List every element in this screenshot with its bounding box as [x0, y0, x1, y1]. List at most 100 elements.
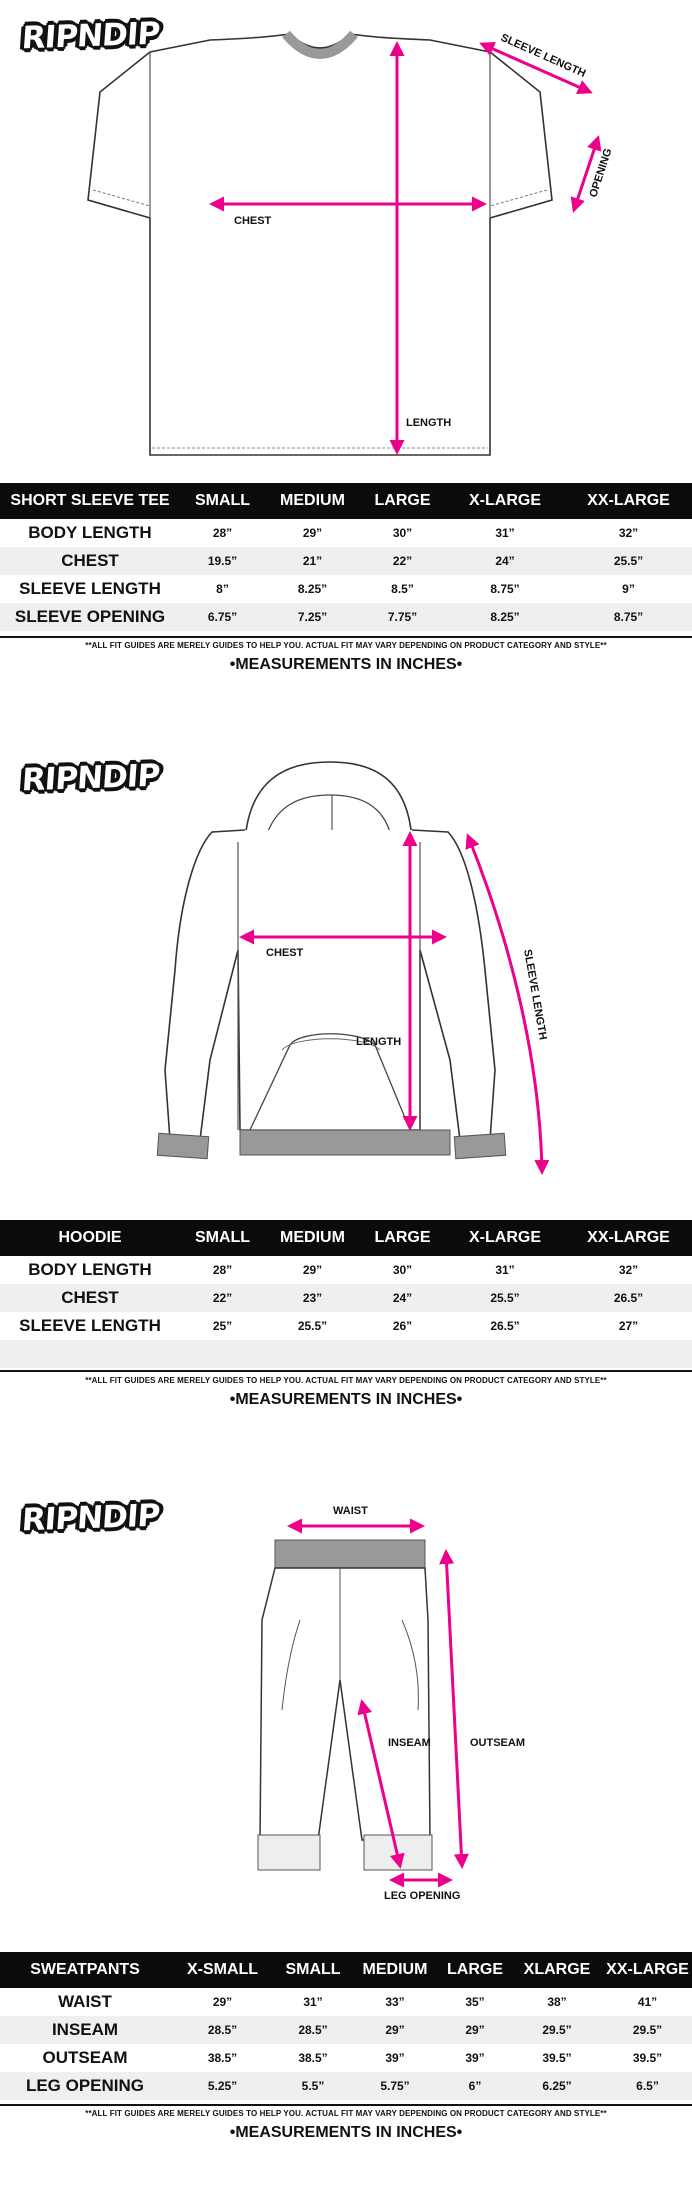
tee-size-header: SMALL [180, 483, 265, 519]
sweatpants-measure-value: 5.5” [275, 2072, 351, 2100]
sweatpants-measure-value: 5.25” [170, 2072, 275, 2100]
hoodie-table-row: SLEEVE LENGTH 25” 25.5” 26” 26.5” 27” [0, 1312, 692, 1340]
hoodie-measure-label: SLEEVE LENGTH [19, 1316, 161, 1335]
hoodie-measure-value: 24” [360, 1284, 445, 1312]
pants-waist-label: WAIST [333, 1505, 368, 1517]
hoodie-measure-value [445, 1340, 565, 1368]
sweatpants-measure-value: 6.5” [603, 2072, 692, 2100]
tee-measure-value: 31” [495, 526, 515, 540]
tee-size-header: LARGE [360, 483, 445, 519]
hoodie-size-header: SMALL [180, 1220, 265, 1256]
sweatpants-measure-value: 29” [351, 2016, 439, 2044]
sweatpants-measure-value: 31” [303, 1995, 323, 2009]
pants-inseam-arrow [357, 1699, 405, 1869]
sweatpants-measure-value: 41” [637, 1995, 658, 2009]
tee-disclaimer: **ALL FIT GUIDES ARE MERELY GUIDES TO HE… [85, 641, 607, 650]
tee-measure-value: 22” [360, 547, 445, 575]
hoodie-divider [0, 1370, 692, 1372]
hoodie-measure-value: 26.5” [490, 1319, 520, 1333]
hoodie-measure-value: 23” [265, 1284, 360, 1312]
tee-length-label: LENGTH [406, 417, 451, 429]
tee-measure-label: BODY LENGTH [28, 523, 152, 542]
sweatpants-size-header: SMALL [275, 1952, 351, 1988]
hoodie-measurements-note: •MEASUREMENTS IN INCHES• [229, 1391, 463, 1408]
tee-size-header: X-LARGE [445, 483, 565, 519]
hoodie-measure-value: 25.5” [445, 1284, 565, 1312]
tee-measure-value: 28” [212, 526, 233, 540]
tee-measure-value: 8.5” [391, 582, 414, 596]
hoodie-size-header: XX-LARGE [565, 1220, 692, 1256]
hoodie-measure-value: 26” [392, 1319, 413, 1333]
tee-measure-value: 8.75” [490, 582, 520, 596]
sweatpants-measure-value: 29” [212, 1995, 233, 2009]
tee-measure-value: 21” [265, 547, 360, 575]
tee-sleeve-arrow [479, 42, 593, 94]
hoodie-table-title: HOODIE [0, 1220, 180, 1256]
tee-measure-value: 29” [302, 526, 323, 540]
tee-section: RIPNDIP CHEST LENGTH SLEEVE LENGTH OPENI… [0, 0, 692, 700]
hoodie-measure-value: 30” [392, 1263, 413, 1277]
hoodie-measure-label: CHEST [0, 1284, 180, 1312]
tee-measure-value: 6.75” [180, 603, 265, 631]
hoodie-measure-value: 22” [180, 1284, 265, 1312]
tee-measure-value: 8.75” [565, 603, 692, 631]
tee-divider [0, 636, 692, 638]
hoodie-measure-value: 27” [618, 1319, 639, 1333]
sweatpants-measure-value: 5.75” [351, 2072, 439, 2100]
sweatpants-measure-value: 29” [439, 2016, 511, 2044]
sweatpants-measure-value: 6” [439, 2072, 511, 2100]
pants-outseam-arrow [439, 1549, 469, 1869]
tee-opening-arrow [570, 135, 602, 213]
sweatpants-size-header: XLARGE [511, 1952, 603, 1988]
sweatpants-measure-value: 28.5” [275, 2016, 351, 2044]
tee-diagram: CHEST LENGTH SLEEVE LENGTH OPENING [87, 30, 615, 456]
sweatpants-table-title: SWEATPANTS [0, 1952, 170, 1988]
hoodie-measure-value: 32” [618, 1263, 639, 1277]
sweatpants-size-header: LARGE [439, 1952, 511, 1988]
tee-size-header: XX-LARGE [565, 483, 692, 519]
hoodie-disclaimer: **ALL FIT GUIDES ARE MERELY GUIDES TO HE… [85, 1376, 607, 1385]
tee-measure-value: 30” [392, 526, 413, 540]
tee-measure-value: 25.5” [565, 547, 692, 575]
sweatpants-measure-value: 38” [547, 1995, 567, 2009]
tee-measure-value: 8.25” [445, 603, 565, 631]
sweatpants-measure-value: 39” [385, 2051, 405, 2065]
sweatpants-measure-label: LEG OPENING [0, 2072, 170, 2100]
hoodie-measure-value: 25” [212, 1319, 233, 1333]
sweatpants-measure-value: 28.5” [170, 2016, 275, 2044]
tee-measure-value: 8.25” [297, 582, 328, 596]
hoodie-measure-label [0, 1340, 180, 1368]
tee-measure-label: CHEST [0, 547, 180, 575]
hoodie-size-header: LARGE [360, 1220, 445, 1256]
tee-measure-value: 19.5” [180, 547, 265, 575]
tee-chest-label: CHEST [234, 215, 272, 227]
hoodie-size-header: X-LARGE [445, 1220, 565, 1256]
sweatpants-measure-label: WAIST [58, 1992, 112, 2011]
hoodie-measure-value: 25.5” [297, 1319, 328, 1333]
hoodie-measure-value: 31” [495, 1263, 515, 1277]
sweatpants-measure-value: 39.5” [632, 2051, 663, 2065]
hoodie-measure-value: 29” [302, 1263, 323, 1277]
sweatpants-measure-value: 29.5” [603, 2016, 692, 2044]
sweatpants-measure-label: INSEAM [0, 2016, 170, 2044]
pants-outseam-label: OUTSEAM [470, 1737, 525, 1749]
tee-size-header: MEDIUM [265, 483, 360, 519]
sweatpants-diagram: WAIST INSEAM OUTSEAM LEG OPENING [257, 1505, 525, 1902]
hoodie-sleeve-arrow [465, 833, 550, 1175]
hoodie-measure-label: BODY LENGTH [28, 1260, 152, 1279]
pants-leg-opening-label: LEG OPENING [384, 1890, 460, 1902]
